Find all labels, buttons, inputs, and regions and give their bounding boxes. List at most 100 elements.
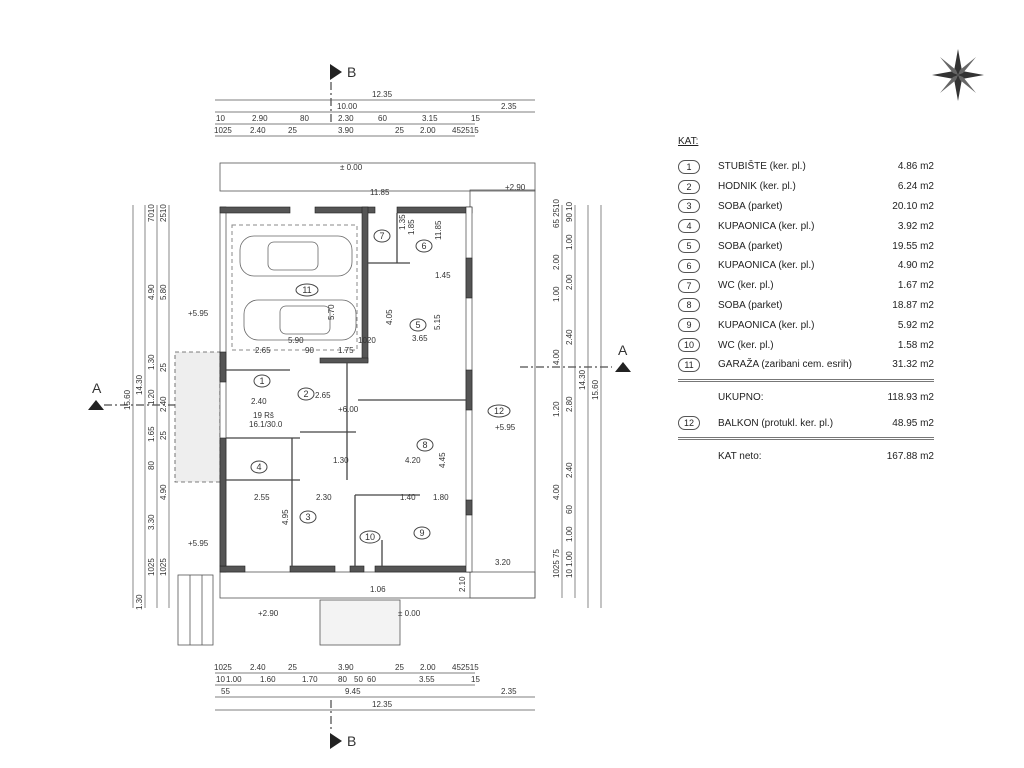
svg-text:60: 60 (378, 114, 387, 123)
room-labels: 11 7 6 5 1 2 4 3 10 8 9 12 (250, 229, 511, 544)
svg-text:2.00: 2.00 (420, 126, 436, 135)
svg-text:60: 60 (565, 505, 574, 514)
room-area: 19.55 m2 (892, 240, 934, 252)
svg-text:1.40: 1.40 (400, 493, 416, 502)
svg-text:452515: 452515 (452, 663, 479, 672)
svg-text:4.95: 4.95 (281, 509, 290, 525)
svg-text:2.40: 2.40 (565, 462, 574, 478)
svg-text:2.00: 2.00 (420, 663, 436, 672)
room-tag-7: 7 (373, 229, 391, 243)
svg-text:14.30: 14.30 (135, 374, 144, 395)
legend-row: 9 KUPAONICA (ker. pl.) 5.92 m2 (678, 315, 934, 335)
svg-text:55: 55 (221, 687, 230, 696)
svg-text:4.05: 4.05 (385, 309, 394, 325)
svg-text:80: 80 (147, 461, 156, 470)
svg-text:1.30: 1.30 (147, 354, 156, 370)
room-number: 6 (678, 258, 700, 273)
legend-total: UKUPNO:118.93 m2 (718, 392, 934, 404)
svg-text:11.85: 11.85 (370, 188, 390, 197)
svg-text:1.00: 1.00 (226, 675, 242, 684)
svg-text:25: 25 (159, 431, 168, 440)
svg-text:3.90: 3.90 (338, 126, 354, 135)
inner-dimensions: 11.85 5.70 5.90 2.65 90 1.75 1020 1.45 5… (251, 188, 511, 594)
svg-text:5.70: 5.70 (327, 304, 336, 320)
svg-text:5.80: 5.80 (159, 284, 168, 300)
svg-text:10: 10 (365, 532, 375, 542)
svg-text:11.85: 11.85 (434, 220, 443, 240)
room-name: KUPAONICA (ker. pl.) (718, 319, 815, 331)
svg-text:+2.90: +2.90 (258, 609, 279, 618)
svg-text:12.35: 12.35 (372, 700, 393, 709)
bottom-dimensions (215, 672, 535, 711)
svg-text:3.55: 3.55 (419, 675, 435, 684)
compass-rose-icon (932, 49, 984, 101)
svg-text:9: 9 (419, 528, 424, 538)
svg-text:1.00: 1.00 (552, 286, 561, 302)
svg-text:3.15: 3.15 (422, 114, 438, 123)
svg-text:4.20: 4.20 (405, 456, 421, 465)
room-tag-5: 5 (409, 318, 427, 332)
svg-text:B: B (347, 733, 356, 749)
room-number: 5 (678, 239, 700, 254)
svg-text:1.30: 1.30 (135, 594, 144, 610)
svg-text:4.90: 4.90 (147, 284, 156, 300)
room-tag-9: 9 (413, 526, 431, 540)
svg-text:2.65: 2.65 (255, 346, 271, 355)
svg-text:1025: 1025 (159, 558, 168, 576)
room-area: 5.92 m2 (897, 319, 934, 331)
svg-text:2510: 2510 (159, 204, 168, 222)
svg-text:15: 15 (471, 114, 480, 123)
svg-text:3: 3 (305, 512, 310, 522)
left-dimensions (132, 205, 170, 608)
svg-text:2.80: 2.80 (565, 396, 574, 412)
svg-text:25: 25 (288, 126, 297, 135)
svg-text:25: 25 (395, 126, 404, 135)
svg-text:3.20: 3.20 (495, 558, 511, 567)
svg-text:25: 25 (159, 363, 168, 372)
partitions (226, 213, 466, 566)
room-name: SOBA (parket) (718, 200, 783, 212)
top-dimension-labels: 12.35 10.00 2.35 10 2.90 80 2.30 60 3.15… (214, 90, 517, 135)
level-marks: ± 0.00 +2.90 +5.95 +5.95 +5.95 +6.00 +2.… (188, 163, 526, 618)
svg-text:2.35: 2.35 (501, 102, 517, 111)
svg-text:1025: 1025 (214, 663, 232, 672)
svg-text:452515: 452515 (452, 126, 479, 135)
svg-text:10 1.00: 10 1.00 (565, 551, 574, 578)
svg-text:2.40: 2.40 (565, 329, 574, 345)
svg-text:19 Rš: 19 Rš (253, 411, 274, 420)
svg-text:3.90: 3.90 (338, 663, 354, 672)
room-number: 9 (678, 318, 700, 333)
svg-text:7: 7 (379, 231, 384, 241)
svg-text:10: 10 (216, 114, 225, 123)
room-tag-12: 12 (487, 404, 511, 418)
svg-text:2.40: 2.40 (250, 663, 266, 672)
svg-text:12: 12 (494, 406, 504, 416)
bottom-dimension-labels: 1025 2.40 25 3.90 25 2.00 452515 10 1.00… (214, 663, 517, 709)
svg-text:50: 50 (354, 675, 363, 684)
room-area: 1.67 m2 (897, 280, 934, 292)
svg-text:A: A (92, 380, 102, 396)
room-area: 6.24 m2 (897, 181, 934, 193)
svg-text:1: 1 (259, 376, 264, 386)
svg-text:10.00: 10.00 (337, 102, 358, 111)
svg-text:1.20: 1.20 (147, 389, 156, 405)
legend-net: KAT neto:167.88 m2 (718, 450, 934, 462)
divider (678, 378, 934, 382)
svg-text:± 0.00: ± 0.00 (398, 609, 421, 618)
dimension-1-35: 1.35 (398, 214, 407, 230)
svg-text:80: 80 (300, 114, 309, 123)
walls (219, 206, 473, 573)
svg-text:4: 4 (256, 462, 261, 472)
svg-text:6: 6 (421, 241, 426, 251)
svg-text:25: 25 (395, 663, 404, 672)
svg-text:2.10: 2.10 (458, 576, 467, 592)
room-tag-11: 11 (295, 283, 319, 297)
svg-text:2.90: 2.90 (252, 114, 268, 123)
